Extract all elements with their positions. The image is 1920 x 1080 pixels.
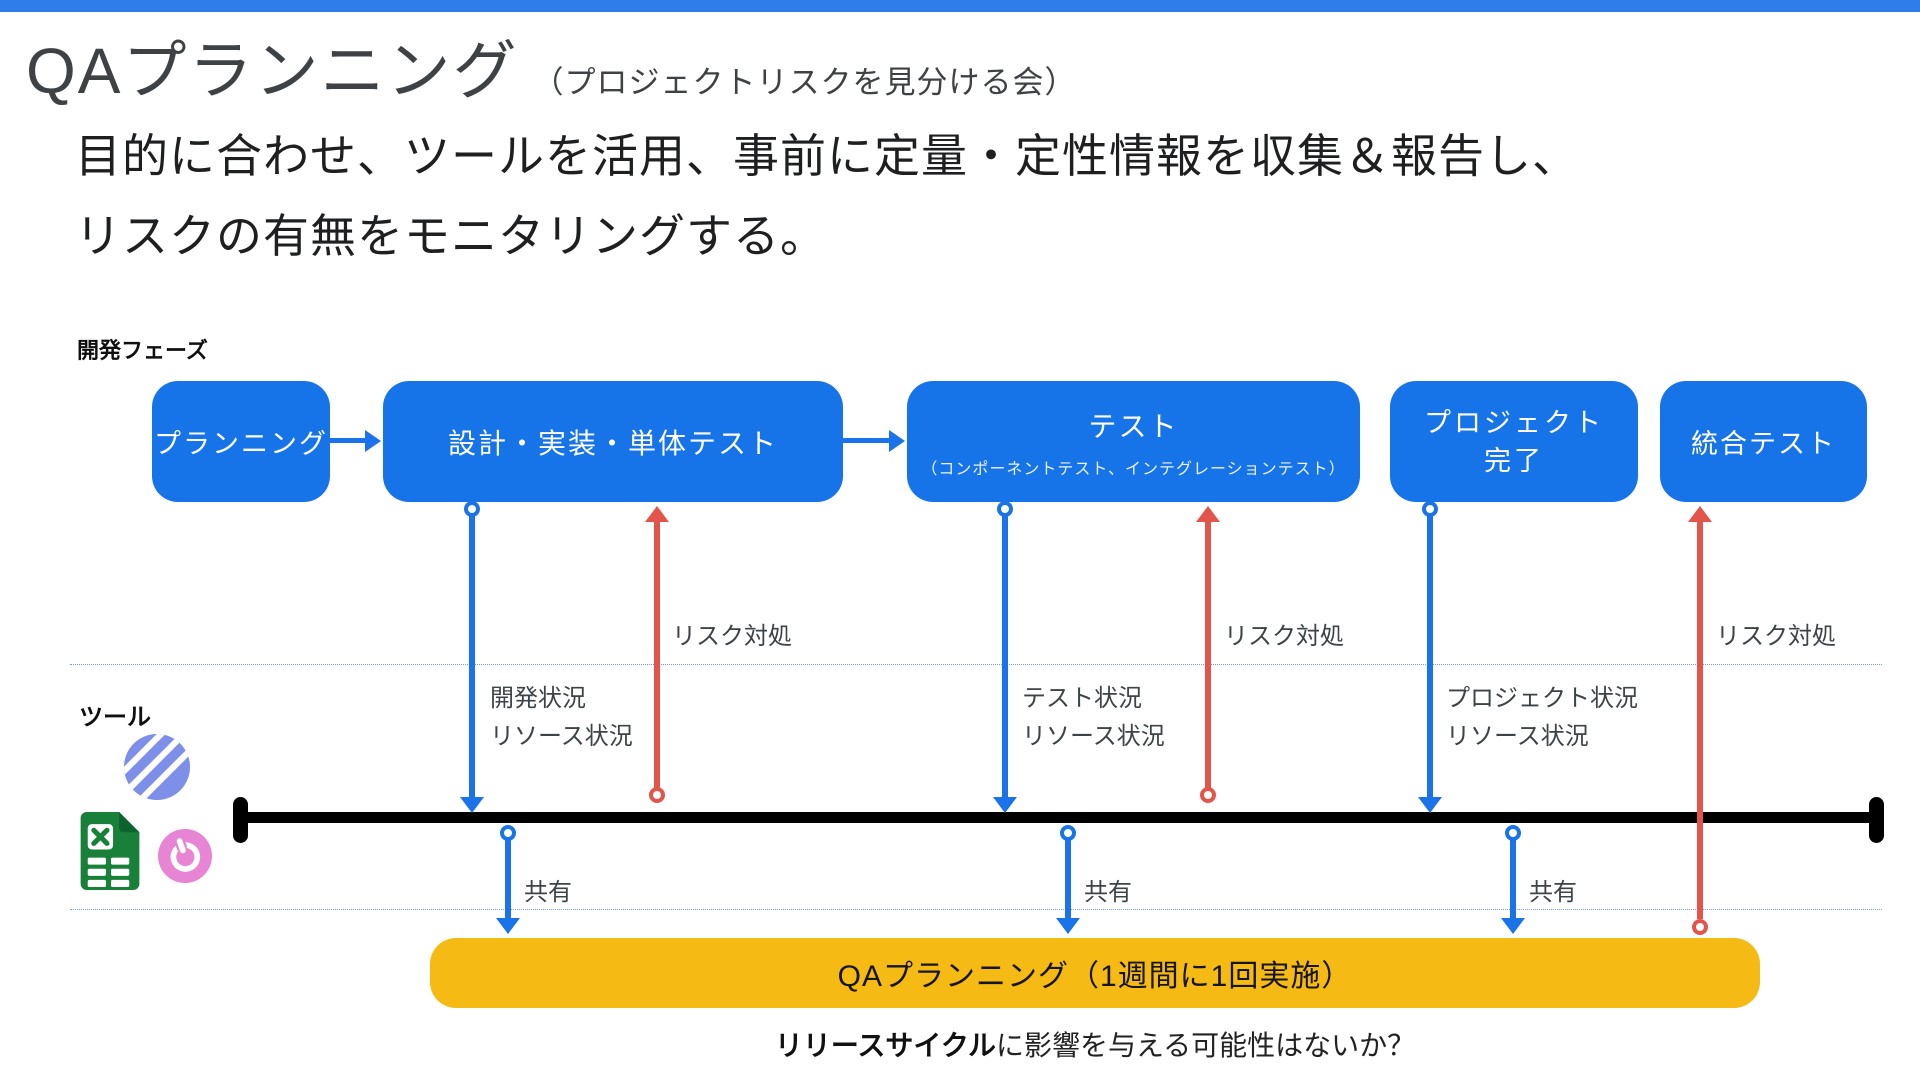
dashed-separator-lower <box>70 909 1882 910</box>
dashed-separator-upper <box>70 664 1882 665</box>
phase-label: テスト <box>1088 405 1178 445</box>
share-connector-1-origin-icon <box>500 825 516 841</box>
report-connector-test-arrow-icon <box>993 797 1017 813</box>
summary-line-1: 目的に合わせ、ツールを活用、事前に定量・定性情報を収集＆報告し、 <box>75 116 1579 196</box>
power-icon <box>158 829 212 883</box>
flow-arrow-1-line <box>330 438 367 443</box>
report-connector-dev-origin-icon <box>464 501 480 517</box>
timeline-start-cap <box>233 797 248 843</box>
resource-status-label-1: リソース状況 <box>490 716 633 751</box>
report-connector-dev-arrow-icon <box>460 797 484 813</box>
share-connector-1-line <box>505 840 511 920</box>
phase-sublabel: （コンポーネントテスト、インテグレーションテスト） <box>921 455 1345 479</box>
summary-line-2: リスクの有無をモニタリングする。 <box>75 196 1579 276</box>
phase-box-planning: プランニング <box>152 381 330 502</box>
qa-planning-banner: QAプランニング（1週間に1回実施） <box>430 938 1760 1008</box>
share-connector-2-origin-icon <box>1060 825 1076 841</box>
share-connector-3-arrow-icon <box>1501 918 1525 934</box>
phase-label-line1: プロジェクト <box>1424 404 1604 442</box>
share-label-2: 共有 <box>1084 872 1132 907</box>
share-connector-1-arrow-icon <box>496 918 520 934</box>
risk-connector-1-line <box>654 520 660 789</box>
risk-label-3: リスク対処 <box>1716 616 1836 651</box>
timeline-bar <box>240 812 1876 823</box>
phase-label-line2: 完了 <box>1484 442 1544 480</box>
share-connector-2-arrow-icon <box>1056 918 1080 934</box>
report-connector-project-arrow-icon <box>1418 797 1442 813</box>
phase-label: プランニング <box>154 422 328 461</box>
title-block: QAプランニング （プロジェクトリスクを見分ける会） <box>26 20 1076 112</box>
footer-question-emphasis: リリースサイクル <box>775 1030 996 1061</box>
phase-label: 設計・実装・単体テスト <box>448 422 778 462</box>
risk-connector-2-origin-icon <box>1200 787 1216 803</box>
top-accent-bar <box>0 0 1920 12</box>
risk-connector-3-line <box>1697 520 1703 919</box>
flow-arrow-2-line <box>843 438 891 443</box>
footer-question-rest: に影響を与える可能性はないか？ <box>996 1030 1415 1061</box>
share-label-3: 共有 <box>1529 872 1577 907</box>
share-connector-2-line <box>1065 840 1071 920</box>
phases-section-label: 開発フェーズ <box>77 333 208 365</box>
flow-arrow-1-head-icon <box>365 430 381 452</box>
qa-planning-banner-label: QAプランニング（1週間に1回実施） <box>838 951 1353 995</box>
risk-connector-1-origin-icon <box>649 787 665 803</box>
dev-status-label: 開発状況 <box>490 678 586 713</box>
phase-box-integration-test: 統合テスト <box>1660 381 1867 502</box>
report-connector-test-line <box>1002 516 1008 798</box>
report-connector-project-origin-icon <box>1422 501 1438 517</box>
report-connector-project-line <box>1427 516 1433 798</box>
flow-arrow-2-head-icon <box>889 430 905 452</box>
linear-app-icon <box>124 734 190 800</box>
report-connector-dev-line <box>469 516 475 798</box>
spreadsheet-icon <box>78 812 140 890</box>
timeline-end-cap <box>1869 797 1884 843</box>
phase-box-project-complete: プロジェクト 完了 <box>1390 381 1638 502</box>
test-status-label: テスト状況 <box>1022 678 1142 713</box>
report-connector-test-origin-icon <box>997 501 1013 517</box>
project-status-label: プロジェクト状況 <box>1446 678 1638 713</box>
risk-connector-3-origin-icon <box>1692 919 1708 935</box>
page-title: QAプランニング <box>26 20 518 112</box>
page-subtitle: （プロジェクトリスクを見分ける会） <box>532 57 1076 102</box>
resource-status-label-3: リソース状況 <box>1446 716 1589 751</box>
share-connector-3-origin-icon <box>1505 825 1521 841</box>
footer-question: リリースサイクルに影響を与える可能性はないか？ <box>430 1024 1760 1064</box>
phase-label: 統合テスト <box>1691 422 1836 461</box>
tools-section-label: ツール <box>79 697 151 732</box>
share-label-1: 共有 <box>524 872 572 907</box>
phase-box-test: テスト （コンポーネントテスト、インテグレーションテスト） <box>907 381 1360 502</box>
risk-label-2: リスク対処 <box>1224 616 1344 651</box>
share-connector-3-line <box>1510 840 1516 920</box>
risk-label-1: リスク対処 <box>672 616 792 651</box>
risk-connector-2-line <box>1205 520 1211 789</box>
resource-status-label-2: リソース状況 <box>1022 716 1165 751</box>
phase-box-design-impl-unit-test: 設計・実装・単体テスト <box>383 381 843 502</box>
summary-text: 目的に合わせ、ツールを活用、事前に定量・定性情報を収集＆報告し、 リスクの有無を… <box>75 116 1579 276</box>
